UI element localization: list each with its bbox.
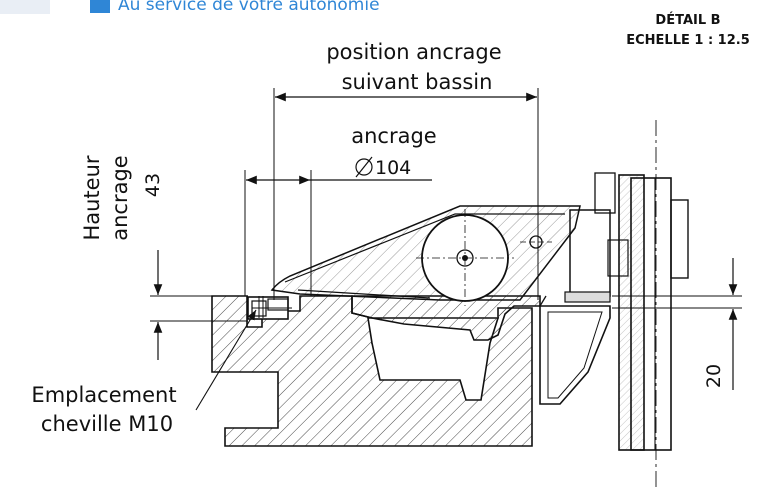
- hauteur-value: 43: [142, 173, 164, 197]
- concrete-base: [211, 295, 533, 447]
- wheel: [416, 209, 514, 306]
- dim-ancrage-diameter: ancrage 104: [244, 124, 437, 296]
- position-label-1: position ancrage: [326, 40, 501, 64]
- hauteur-label-1: Hauteur: [80, 155, 104, 240]
- callout-line-2: cheville M10: [41, 412, 173, 436]
- callout-cheville: Emplacement cheville M10: [31, 309, 257, 436]
- detail-scale: ECHELLE 1 : 12.5: [626, 33, 750, 48]
- brand-banner: Au service de votre autonomie: [0, 0, 380, 15]
- lifting-post: [618, 120, 689, 488]
- detail-title: DÉTAIL B: [655, 12, 720, 28]
- ancrage-label: ancrage: [351, 124, 436, 148]
- hauteur-label-2: ancrage: [108, 155, 132, 240]
- diameter-icon: [355, 156, 373, 178]
- mast-bracket: [539, 172, 629, 405]
- dim-hauteur-ancrage: Hauteur ancrage 43: [80, 155, 248, 360]
- dim-right-20: 20: [612, 258, 742, 390]
- position-label-2: suivant bassin: [342, 70, 493, 94]
- callout-line-1: Emplacement: [31, 383, 176, 407]
- brand-tagline: Au service de votre autonomie: [118, 0, 380, 15]
- dim-position-ancrage: position ancrage suivant bassin: [273, 40, 539, 300]
- ancrage-diameter-value: 104: [375, 157, 411, 179]
- right-dimension-value: 20: [703, 364, 725, 388]
- anchor-bolt: [247, 296, 292, 320]
